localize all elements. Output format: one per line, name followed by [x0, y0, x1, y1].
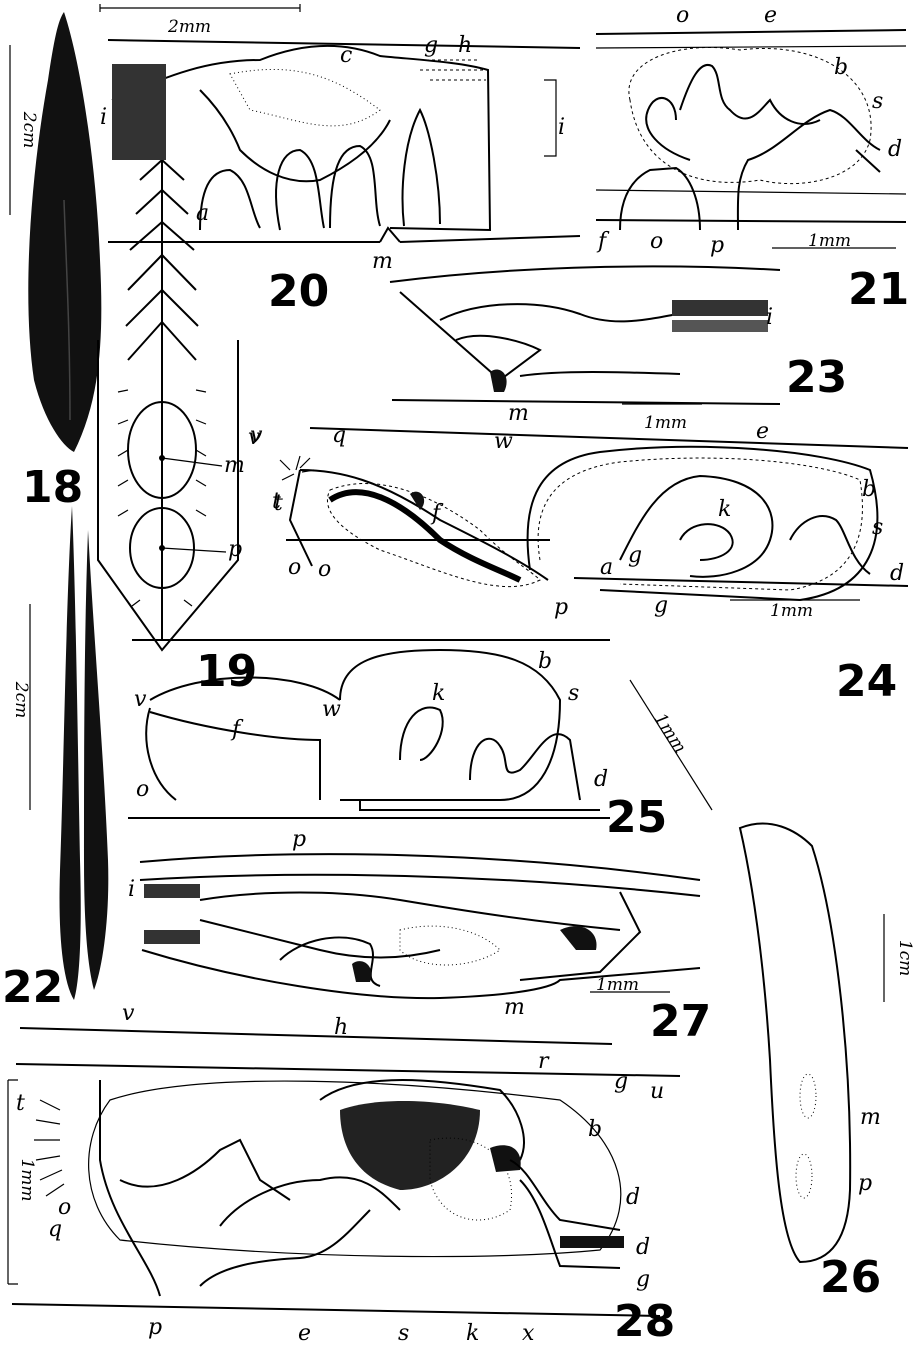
fig28-label-s: s	[398, 1321, 409, 1345]
fig26-number: 26	[820, 1252, 881, 1303]
fig24-label-p: p	[554, 595, 568, 620]
fig24-label-f: f	[430, 501, 444, 526]
fig24-label-g-lower: g	[654, 593, 668, 618]
fig24-label-o: o	[318, 557, 331, 582]
fig24-label-w: w	[494, 429, 513, 454]
fig18-specimen: 2cm 18	[10, 12, 101, 513]
fig25-label-o: o	[136, 777, 149, 802]
fig25-label-s: s	[568, 681, 579, 706]
fig19-number: 19	[196, 646, 257, 697]
fig24-label-e: e	[756, 419, 769, 444]
fig21-label-p: p	[710, 233, 724, 258]
fig20-label-c: c	[340, 43, 352, 68]
fig28-label-k: k	[466, 1321, 479, 1345]
fig22-scale-label: 2cm	[11, 681, 31, 718]
fig21-label-o-top: o	[676, 3, 689, 28]
fig28-label-e: e	[298, 1321, 311, 1345]
fig20-scale-label: 2mm	[167, 17, 211, 37]
fig23-number: 23	[786, 352, 847, 403]
fig19-label-m: m	[224, 453, 245, 478]
fig25-label-f: f	[230, 717, 244, 742]
fig28-label-v: v	[122, 1001, 135, 1026]
fig24-label-t: t	[274, 491, 283, 516]
fig28-label-x: x	[522, 1321, 535, 1345]
fig25-label-w: w	[322, 697, 341, 722]
fig19-label-p: p	[228, 537, 242, 562]
fig25-label-d: d	[594, 767, 608, 792]
fig27-number: 27	[650, 996, 711, 1047]
fig24-number: 24	[836, 656, 897, 707]
fig24-scale-label: 1mm	[770, 601, 813, 621]
fig28-label-u: u	[650, 1079, 664, 1104]
fig28-label-b: b	[588, 1117, 602, 1142]
fig28-label-t: t	[16, 1091, 25, 1116]
fig28-label-p: p	[148, 1315, 162, 1340]
fig25-label-v: v	[134, 687, 147, 712]
fig24-label-b: b	[862, 477, 876, 502]
fig24-label-q: q	[332, 423, 346, 448]
fig25-label-k: k	[432, 681, 445, 706]
fig21-number: 21	[848, 264, 909, 315]
fig25-label-p: p	[292, 827, 306, 852]
fig24-label-k: k	[718, 497, 731, 522]
fig23-label-i: i	[766, 305, 773, 330]
fig28-label-d-upper: d	[626, 1185, 640, 1210]
fig20-label-g: g	[424, 33, 438, 58]
fig23-scale-label: 1mm	[644, 413, 687, 433]
fig26-specimen: 1cm m p 26	[740, 823, 915, 1303]
fig27-label-i: i	[128, 877, 135, 902]
fig27-scale-label: 1mm	[596, 975, 639, 995]
fig26-scale-label: 1cm	[895, 940, 915, 976]
fig22-specimen: 2cm 22	[2, 506, 108, 1013]
fig28-label-g-top: g	[614, 1069, 628, 1094]
fig25-scale-label: 1mm	[650, 710, 690, 757]
fig24-label-v: v	[248, 425, 261, 450]
fig21-label-d: d	[888, 137, 902, 162]
fig28-section: 1mm v r g u b t o q d d g p e s k x 28	[8, 1001, 680, 1345]
fig26-label-p: p	[858, 1171, 872, 1196]
fig21-scale-label: 1mm	[808, 231, 851, 251]
fig21-label-s: s	[872, 89, 883, 114]
fig28-scale-label: 1mm	[17, 1158, 37, 1201]
fig20-number: 20	[268, 266, 329, 317]
fig26-label-m: m	[860, 1105, 881, 1130]
fig27-section: 1mm i h m 27	[128, 854, 711, 1047]
fig24-label-s: s	[872, 515, 883, 540]
fig20-label-m: m	[372, 249, 393, 274]
fig24-section: 1mm w q v t f o e b k g s d a g p 24	[248, 419, 908, 707]
fig21-label-f: f	[596, 229, 610, 254]
fig28-label-r: r	[538, 1049, 550, 1074]
fig24-label-a: a	[600, 555, 613, 580]
fig27-label-m: m	[504, 995, 525, 1020]
fig18-number: 18	[22, 462, 83, 513]
fig28-label-g-bottom: g	[636, 1267, 650, 1292]
fig25-number: 25	[606, 792, 667, 843]
fig23-section: 1mm i m 23	[390, 266, 847, 433]
fig24-label-g-upper: g	[628, 543, 642, 568]
fig20-label-i-right: i	[558, 115, 565, 140]
fig21-label-o-bottom: o	[650, 229, 663, 254]
fig20-label-i-left: i	[100, 105, 107, 130]
fig19-label-o: o	[288, 555, 301, 580]
fig28-label-q: q	[48, 1217, 62, 1242]
fig25-label-b: b	[538, 649, 552, 674]
fig24-label-d: d	[890, 561, 904, 586]
fig22-number: 22	[2, 962, 63, 1013]
fig21-label-e: e	[764, 3, 777, 28]
fig21-label-b: b	[834, 55, 848, 80]
fig20-label-h: h	[458, 33, 472, 58]
fig28-label-d-lower: d	[636, 1235, 650, 1260]
fig28-number: 28	[614, 1296, 675, 1345]
fig23-label-m: m	[508, 401, 529, 426]
fig18-scale-label: 2cm	[19, 111, 39, 148]
